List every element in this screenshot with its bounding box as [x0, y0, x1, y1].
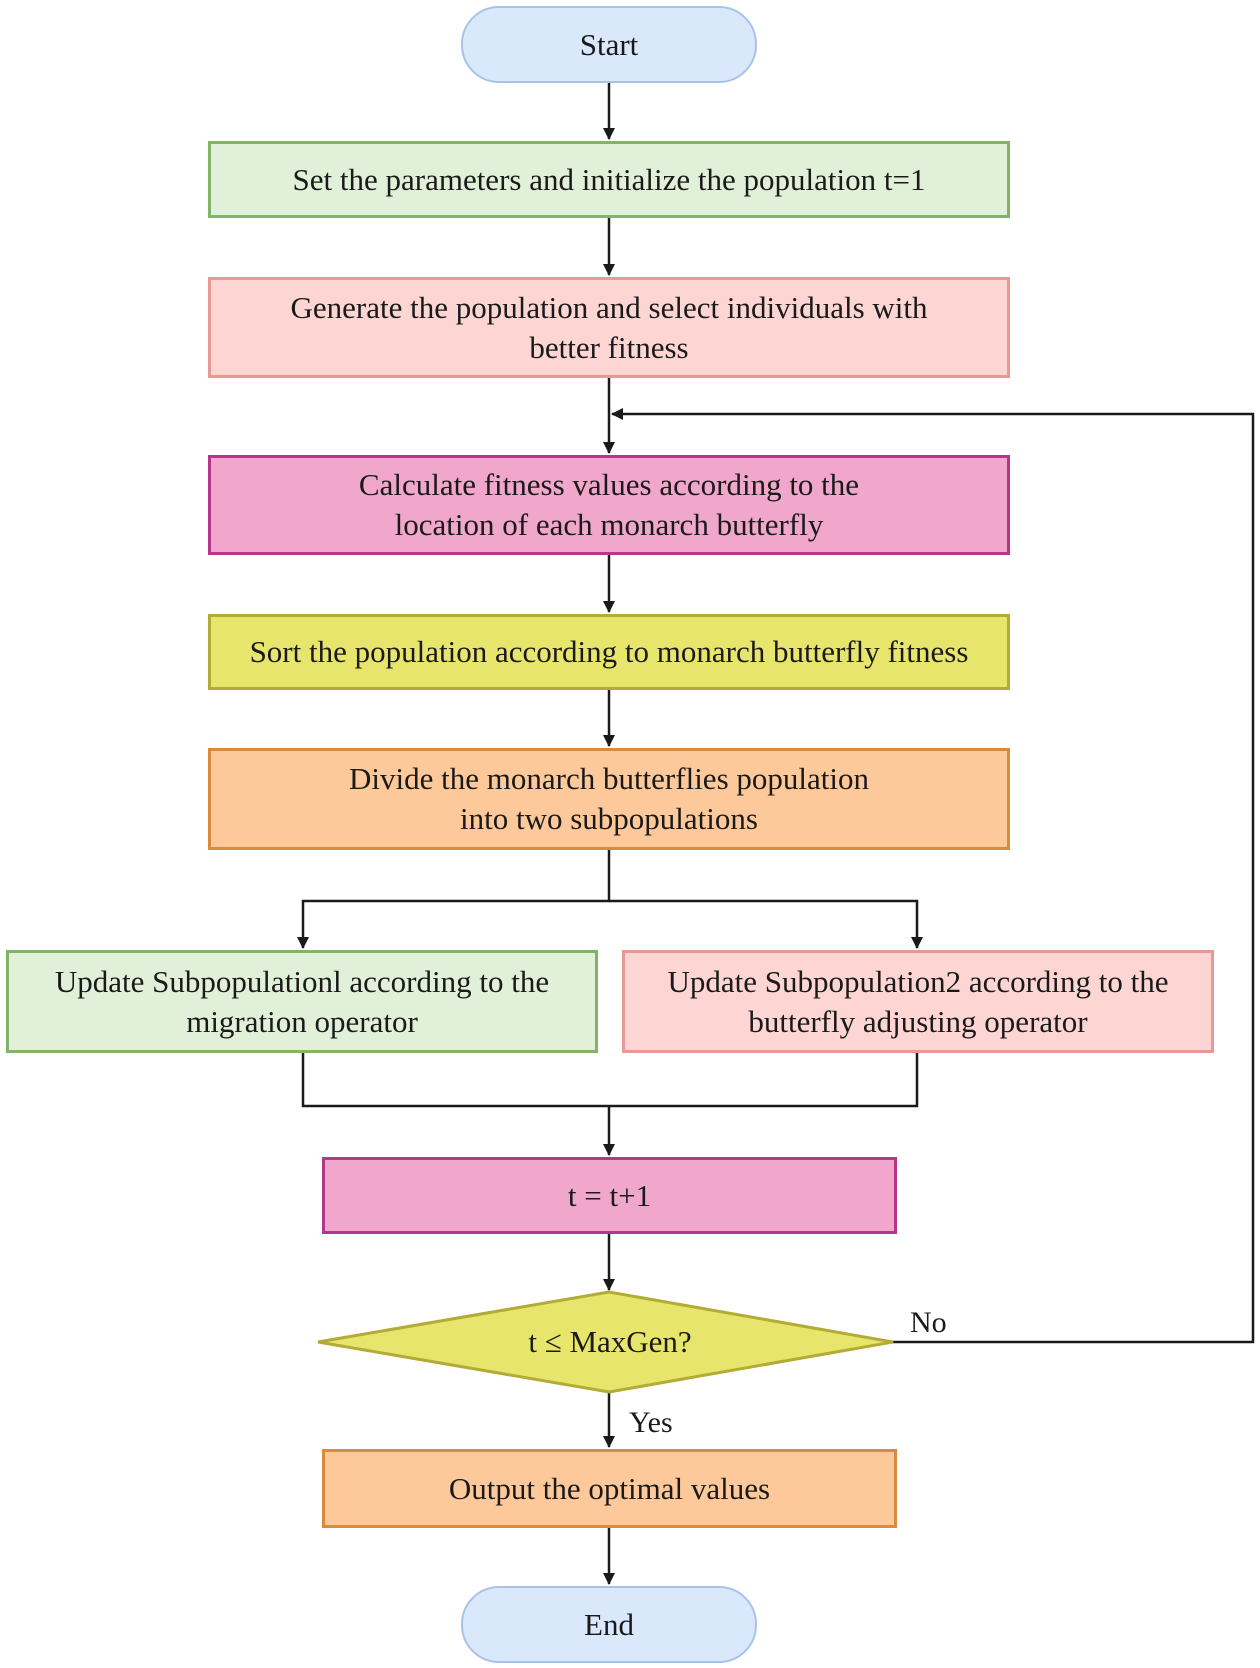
- increment-label: t = t+1: [567, 1177, 652, 1213]
- divide-node: Divide the monarch butterflies populatio…: [208, 748, 1010, 850]
- update2-label-line-1: Update Subpopulation2 according to the: [667, 963, 1169, 999]
- yes-edge-label: Yes: [629, 1406, 673, 1439]
- loop-back-no-connector: [611, 408, 1255, 1344]
- divide-label-line-1: Divide the monarch butterflies populatio…: [349, 761, 869, 796]
- generate-label-line-2: better fitness: [529, 329, 689, 365]
- calculate-node: Calculate fitness values according to th…: [208, 455, 1010, 555]
- update-subpopulation2-node: Update Subpopulation2 according to the b…: [622, 950, 1214, 1053]
- start-label: Start: [579, 26, 639, 62]
- split-connector: [297, 850, 611, 949]
- decision-label: t ≤ MaxGen?: [528, 1324, 692, 1359]
- update-subpopulation1-node: Update Subpopulationl according to the m…: [6, 950, 598, 1053]
- init-node: Set the parameters and initialize the po…: [208, 141, 1010, 218]
- update1-label-line-2: migration operator: [186, 1003, 418, 1039]
- start-node: Start: [461, 6, 757, 83]
- no-edge-label: No: [910, 1306, 947, 1339]
- update2-label-line-2: butterfly adjusting operator: [748, 1003, 1088, 1039]
- decision-diamond: [317, 1290, 894, 1394]
- generate-label-line-1: Generate the population and select indiv…: [290, 289, 928, 325]
- init-label: Set the parameters and initialize the po…: [292, 161, 926, 197]
- calculate-label-line-2: location of each monarch butterfly: [394, 507, 824, 542]
- update1-label-line-1: Update Subpopulationl according to the: [54, 963, 550, 999]
- end-label: End: [584, 1606, 634, 1642]
- sort-node: Sort the population according to monarch…: [208, 614, 1010, 690]
- end-node: End: [461, 1586, 757, 1663]
- split-connector-right: [609, 899, 923, 949]
- generate-node: Generate the population and select indiv…: [208, 277, 1010, 378]
- sort-label: Sort the population according to monarch…: [249, 634, 969, 669]
- increment-node: t = t+1: [322, 1157, 897, 1234]
- calculate-label-line-1: Calculate fitness values according to th…: [358, 467, 860, 502]
- merge-connector: [301, 1053, 919, 1108]
- output-node: Output the optimal values: [322, 1449, 897, 1528]
- divide-label-line-2: into two subpopulations: [460, 801, 758, 836]
- output-label: Output the optimal values: [448, 1470, 771, 1506]
